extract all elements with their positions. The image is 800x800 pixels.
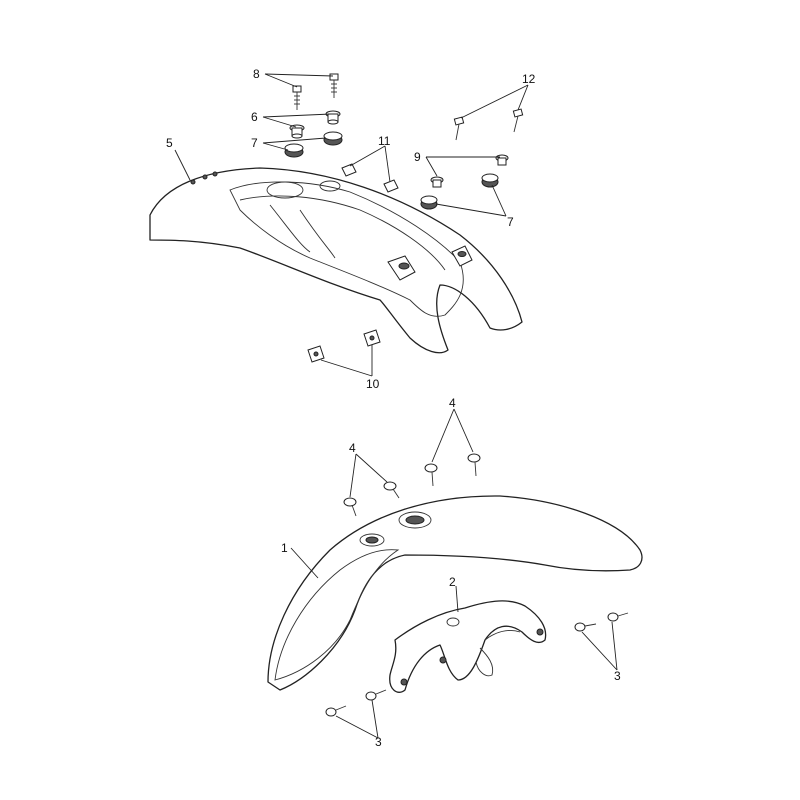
callout-6: 6: [251, 110, 258, 124]
spacer-6-right[interactable]: [325, 110, 341, 125]
callout-12: 12: [522, 72, 536, 86]
grommet-7-a[interactable]: [284, 143, 304, 158]
bracket-2[interactable]: [389, 600, 547, 693]
clip-nut-10-a[interactable]: [307, 345, 325, 363]
grommet-7-d[interactable]: [420, 195, 438, 210]
callout-5: 5: [166, 136, 173, 150]
screw-4-c[interactable]: [424, 463, 438, 487]
screw-3-d[interactable]: [365, 689, 387, 701]
callout-2: 2: [449, 575, 456, 589]
callout-8: 8: [253, 67, 260, 81]
callout-3-bottom: 3: [375, 735, 382, 749]
grommet-7-c[interactable]: [481, 173, 499, 188]
callout-7-top: 7: [251, 136, 258, 150]
grommet-7-b[interactable]: [323, 131, 343, 146]
bolt-12-left[interactable]: [453, 116, 465, 141]
rear-mudguard[interactable]: [149, 167, 523, 354]
callout-9: 9: [414, 150, 421, 164]
callout-1: 1: [281, 541, 288, 555]
callout-4-top: 4: [449, 396, 456, 410]
callout-4-left: 4: [349, 441, 356, 455]
callout-7-right: 7: [507, 215, 514, 229]
spacer-9-a[interactable]: [430, 176, 444, 188]
screw-3-c[interactable]: [325, 705, 347, 717]
callout-labels: 8 6 7 5 11 12 9 7 10 4 4 1 2 3 3: [166, 67, 621, 749]
spacer-9-b[interactable]: [495, 154, 509, 166]
spacer-6-left[interactable]: [289, 124, 305, 139]
leader-lines: [174, 73, 618, 739]
screw-3-a[interactable]: [574, 622, 597, 632]
bolt-8-right[interactable]: [329, 73, 339, 98]
callout-11: 11: [378, 134, 391, 148]
clip-11-a[interactable]: [341, 163, 357, 177]
callout-3-right: 3: [614, 669, 621, 683]
callout-10: 10: [366, 377, 380, 391]
screw-4-b[interactable]: [383, 481, 400, 499]
bolt-12-right[interactable]: [512, 108, 524, 133]
front-mudguard[interactable]: [267, 495, 643, 691]
screw-4-d[interactable]: [467, 453, 481, 477]
clip-nut-10-b[interactable]: [363, 329, 381, 347]
screw-4-a[interactable]: [343, 497, 357, 517]
clip-11-b[interactable]: [383, 179, 399, 193]
bolt-8-left[interactable]: [292, 85, 302, 110]
screw-3-b[interactable]: [607, 612, 629, 622]
